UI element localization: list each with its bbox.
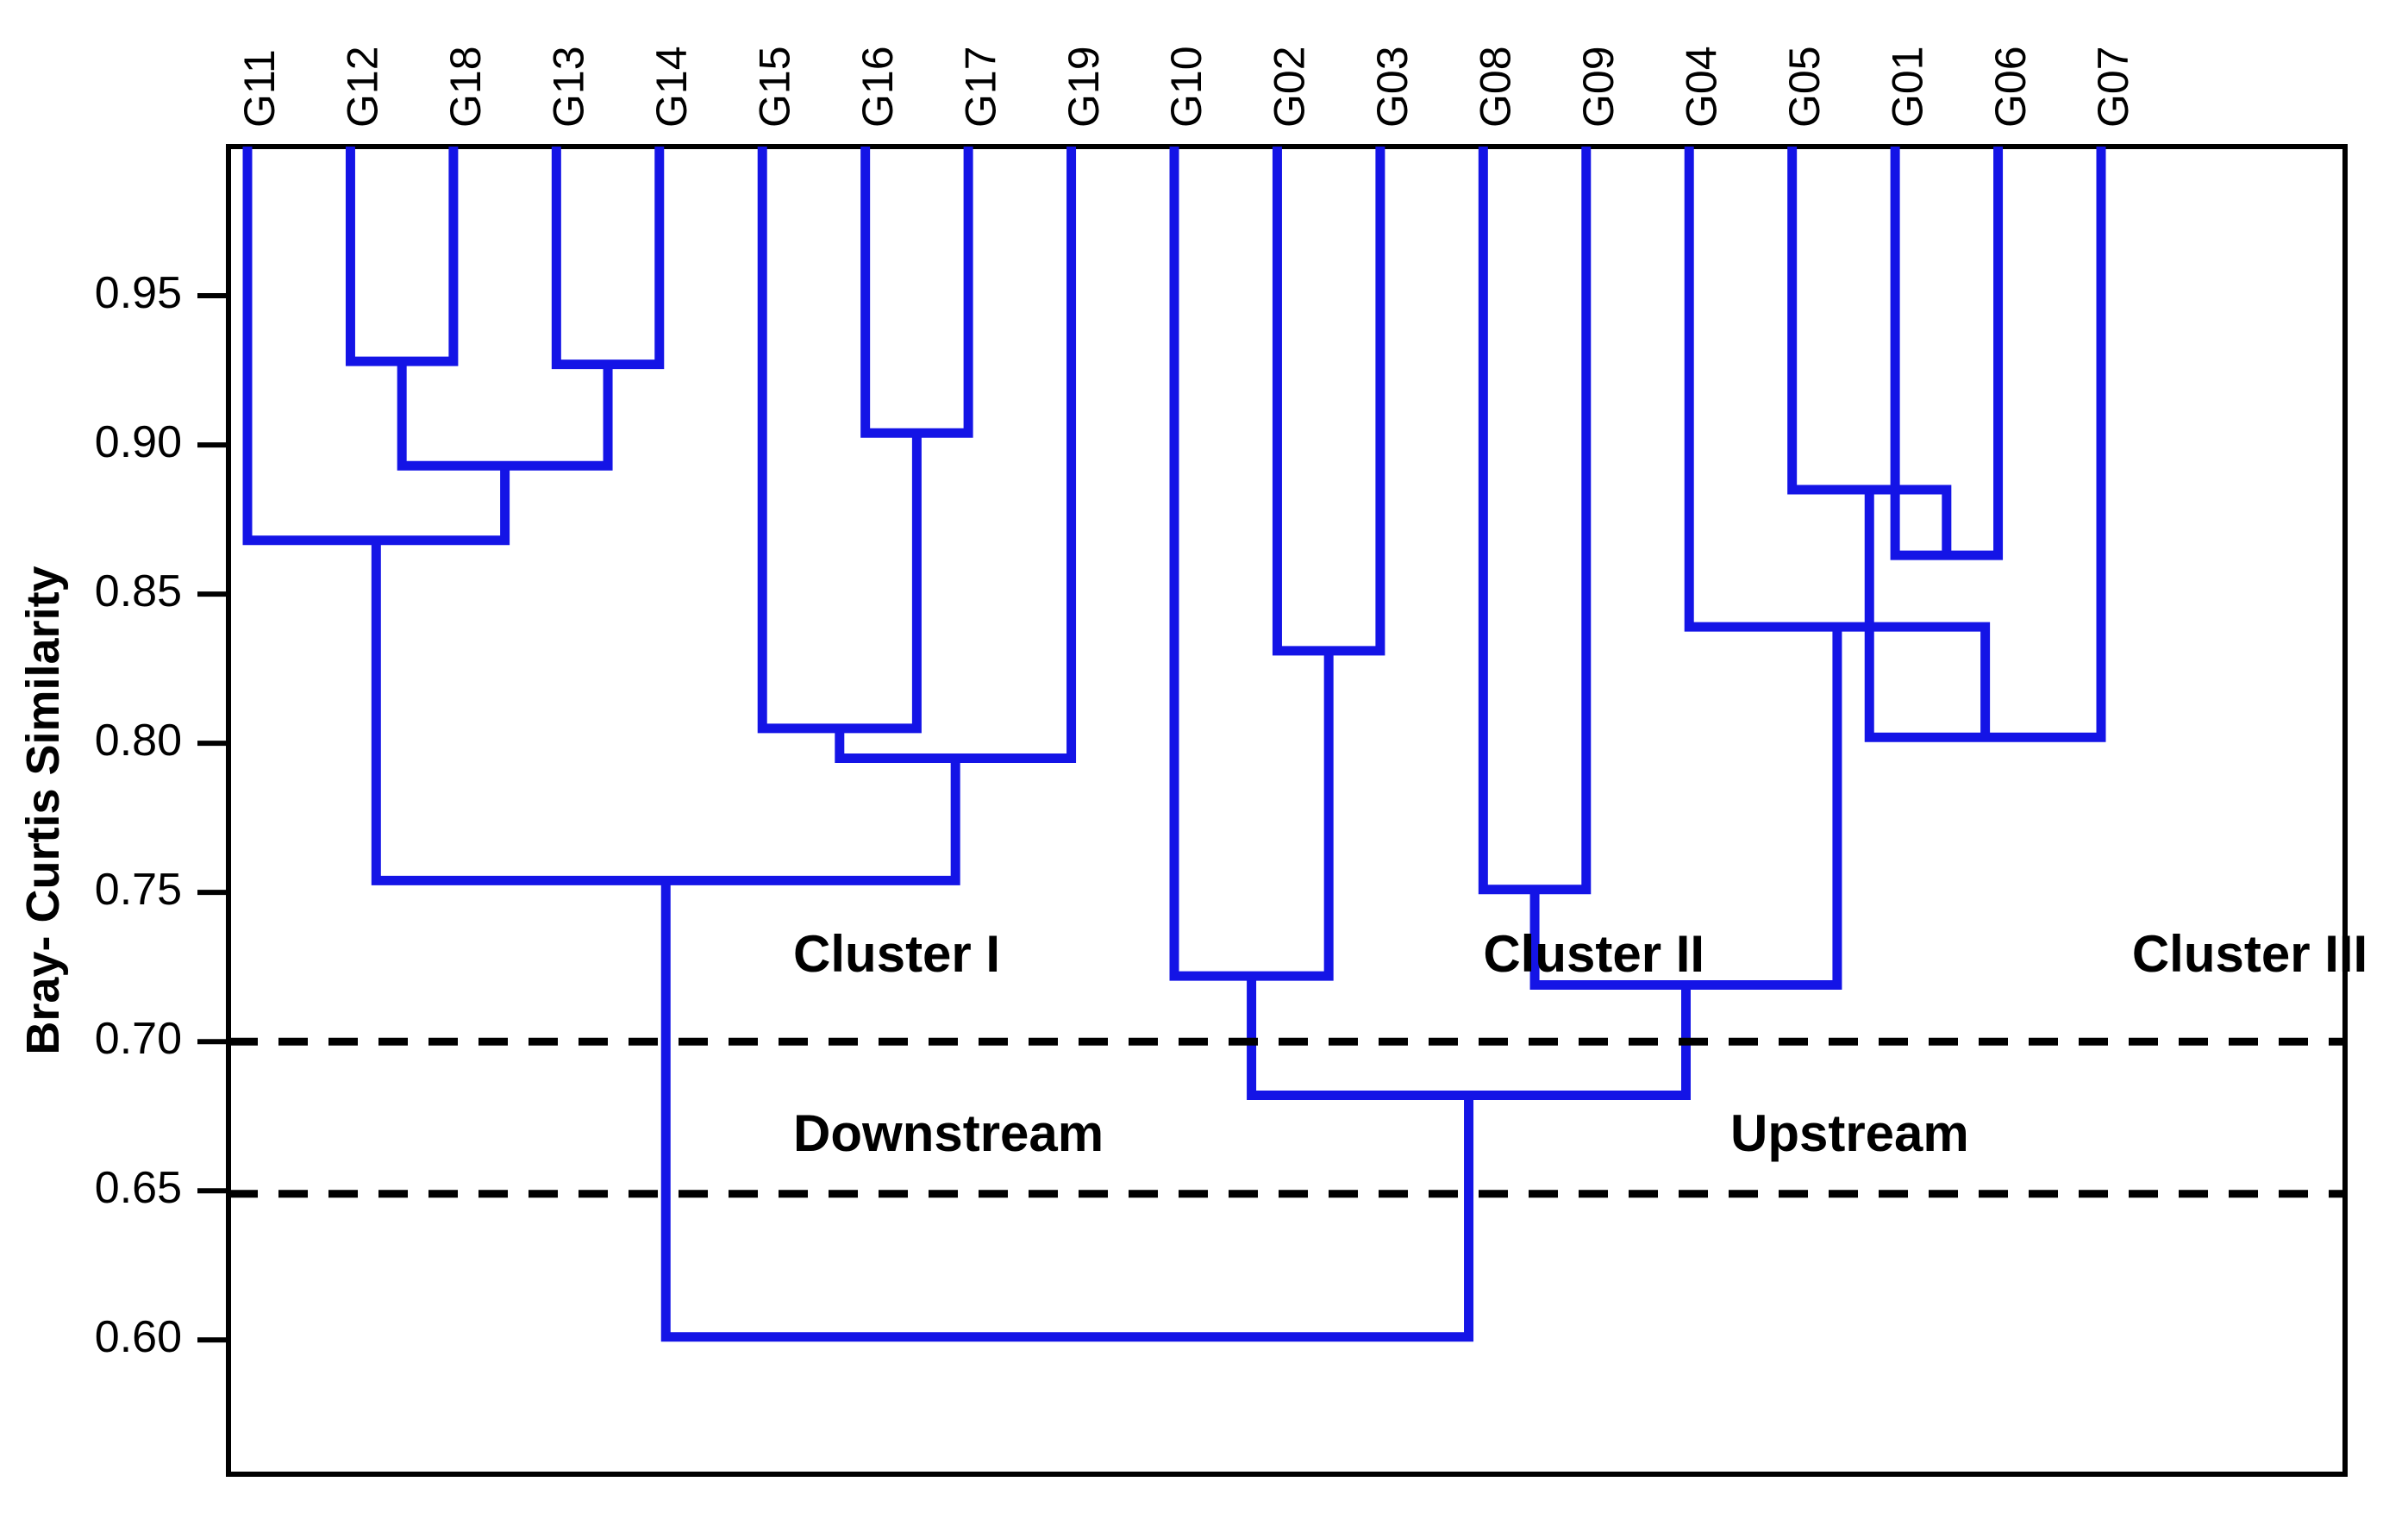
- y-tick-label: 0.60: [95, 1312, 182, 1362]
- leaf-label-g19: G19: [1060, 46, 1108, 128]
- plot-frame: [226, 144, 2348, 1477]
- leaf-label-g14: G14: [647, 46, 696, 128]
- leaf-label-g07: G07: [2089, 46, 2137, 128]
- leaf-label-g03: G03: [1368, 46, 1417, 128]
- leaf-label-g01: G01: [1883, 46, 1931, 128]
- dendrogram-link-m7: [835, 147, 1077, 763]
- dendrogram-link-m6: [757, 147, 922, 734]
- y-axis-title-group: Bray- Curtis Similarity: [17, 566, 69, 1054]
- leaf-label-g12: G12: [339, 46, 387, 128]
- leaf-label-g04: G04: [1677, 46, 1725, 128]
- leaf-label-g11: G11: [235, 49, 284, 128]
- dendrogram-link-m5: [860, 147, 973, 438]
- dendrogram-link-m1: [345, 147, 459, 366]
- leaf-label-group: G11 G12 G18 G13 G14 G15 G16 G17 G19 G10 G02 G03 G08 G…: [235, 46, 2137, 128]
- y-tick-mark-group: [197, 293, 228, 1343]
- leaf-label-g05: G05: [1780, 46, 1829, 128]
- leaf-label-g18: G18: [441, 46, 490, 128]
- dendrogram-link-m8: [371, 540, 960, 885]
- dendrogram-links: [242, 147, 2106, 1342]
- leaf-label-g02: G02: [1266, 46, 1314, 128]
- y-tick-label: 0.75: [95, 865, 182, 915]
- dendrogram-link-m3: [397, 361, 613, 471]
- annotation-upstream: Upstream: [1730, 1104, 1969, 1162]
- leaf-label-g10: G10: [1162, 46, 1210, 128]
- leaf-label-g15: G15: [750, 46, 798, 128]
- y-tick-label: 0.85: [95, 566, 182, 616]
- dendrogram-link-m14: [1864, 147, 2106, 742]
- dendrogram-link-m10: [1169, 147, 1334, 981]
- annotation-downstream: Downstream: [793, 1104, 1104, 1162]
- cut-line-group: [228, 1037, 2345, 1198]
- y-tick-label: 0.80: [95, 716, 182, 766]
- y-tick-label: 0.90: [95, 417, 182, 467]
- dendrogram-link-m11: [1478, 147, 1592, 895]
- y-tick-label: 0.70: [95, 1014, 182, 1064]
- y-tick-label: 0.65: [95, 1163, 182, 1213]
- leaf-label-g16: G16: [854, 46, 902, 128]
- annotation-cluster-ii: Cluster II: [1483, 925, 1704, 983]
- annotation-cluster-i: Cluster I: [793, 925, 1000, 983]
- leaf-label-g13: G13: [545, 46, 593, 128]
- leaf-label-g17: G17: [956, 46, 1004, 128]
- y-tick-label: 0.95: [95, 268, 182, 318]
- dendrogram-link-m4: [242, 147, 510, 546]
- y-axis-title: Bray- Curtis Similarity: [17, 566, 69, 1054]
- leaf-label-g09: G09: [1574, 46, 1623, 128]
- plot-border: [226, 144, 2348, 1477]
- annotation-group: Cluster I Cluster II Cluster III Downstream…: [793, 925, 2367, 1162]
- dendrogram-link-m18: [660, 880, 1474, 1342]
- leaf-label-g06: G06: [1986, 46, 2035, 128]
- leaf-label-g08: G08: [1472, 46, 1520, 128]
- dendrogram-link-m2: [551, 147, 665, 370]
- annotation-cluster-iii: Cluster III: [2132, 925, 2367, 983]
- y-tick-label-group: 0.95 0.90 0.85 0.80 0.75 0.70 0.65 0.60: [95, 268, 182, 1362]
- dendrogram-link-m9: [1272, 147, 1385, 656]
- dendrogram-link-m17: [1247, 976, 1691, 1100]
